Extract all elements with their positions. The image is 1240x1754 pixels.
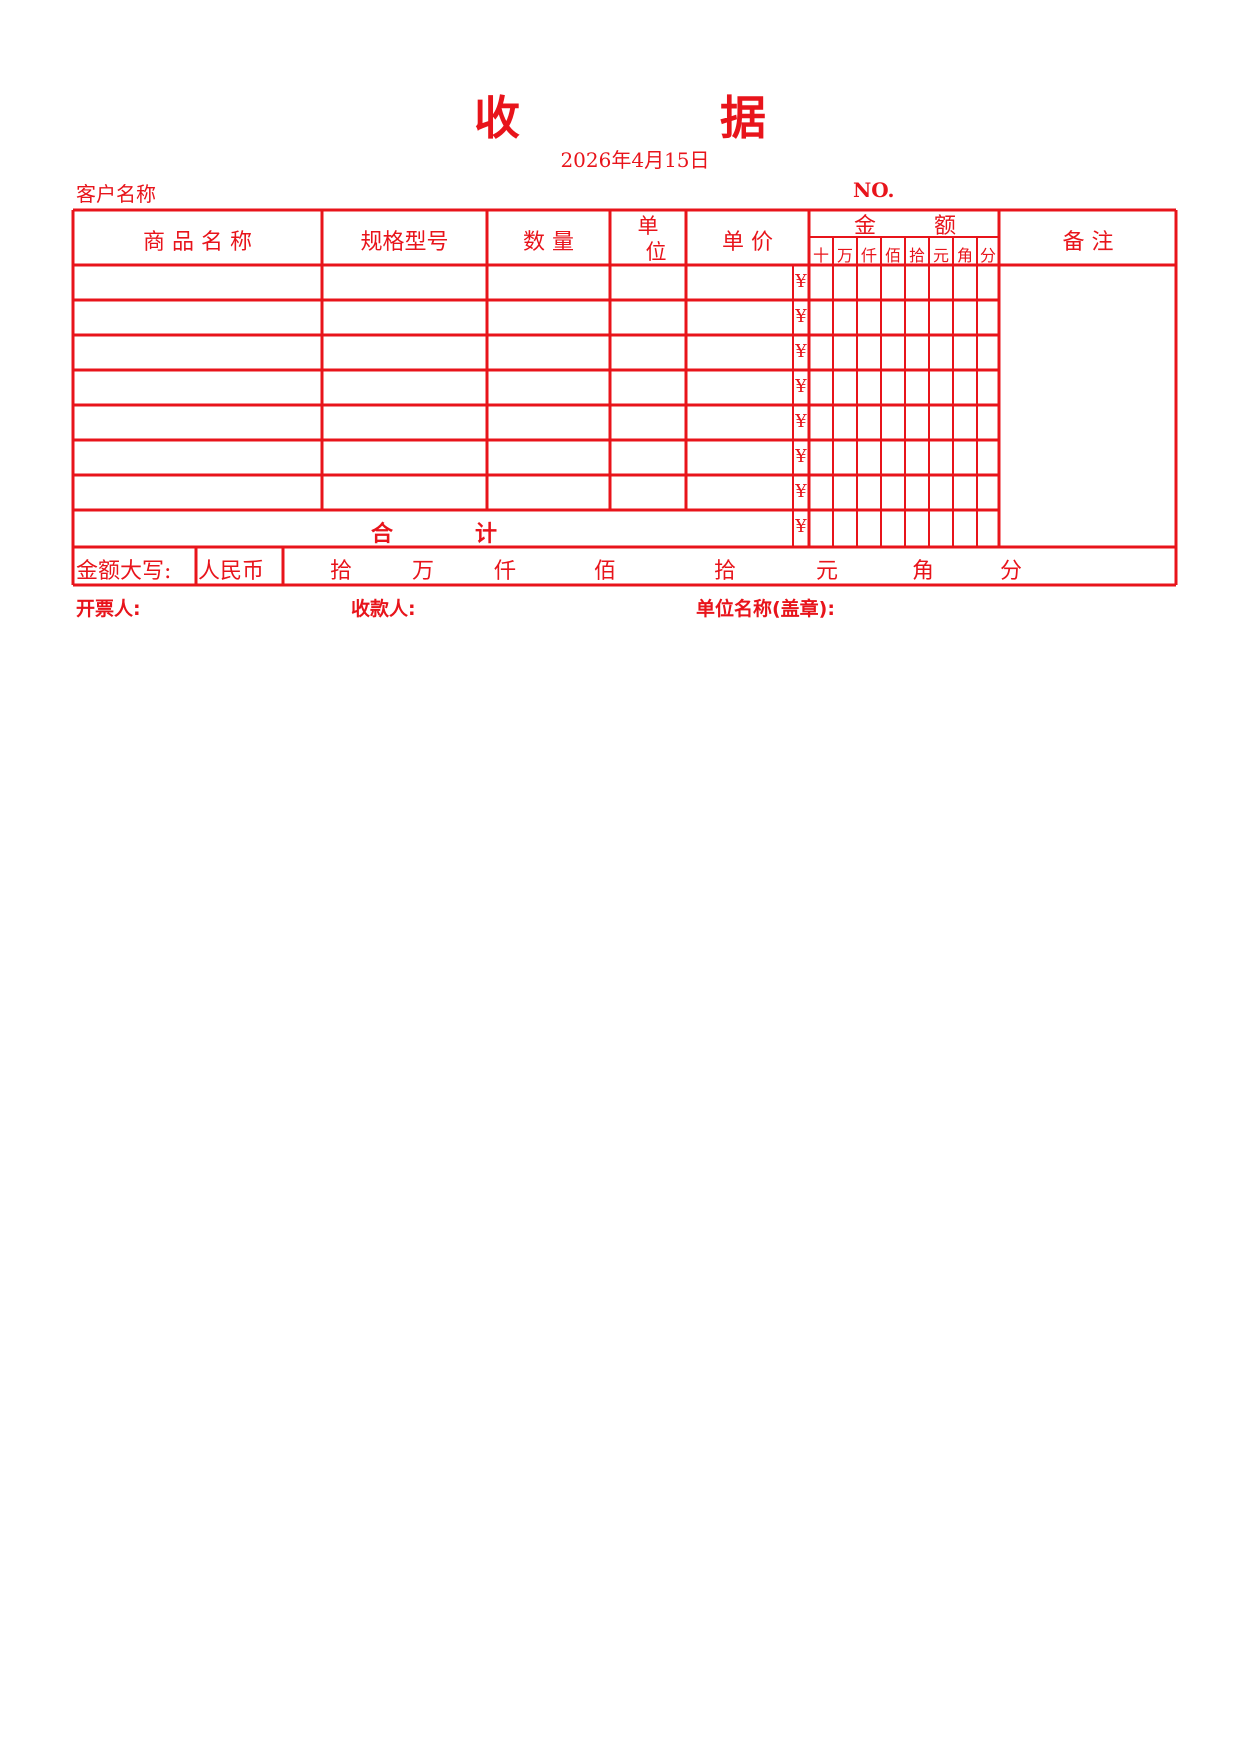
amount-word-unit-0: 拾 [330,559,353,584]
header-product-name: 商 品 名 称 [143,230,252,255]
header-amount-right: 额 [933,214,956,239]
company-seal-label: 单位名称(盖章): [696,598,835,620]
total-label-right: 计 [474,522,497,547]
yen-symbol: ¥ [795,481,807,502]
yen-symbol: ¥ [795,376,807,397]
yen-symbol: ¥ [795,306,807,327]
receipt-date: 2026年4月15日 [560,148,710,172]
amount-word-unit-1: 万 [412,559,435,584]
receipt-title: 收据 [0,82,1240,148]
header-note: 备 注 [1062,230,1114,255]
digit-header-7: 分 [979,246,996,265]
amount-word-unit-6: 角 [912,559,935,584]
yen-symbol: ¥ [795,516,807,537]
receipt-number-label: NO. [853,178,895,202]
header-quantity: 数 量 [523,230,574,255]
header-spec-model: 规格型号 [360,230,449,255]
yen-symbol: ¥ [795,411,807,432]
payee-label: 收款人: [351,598,416,620]
title-char-right: 据 [720,91,766,145]
digit-header-0: 十 [812,246,829,265]
digit-header-4: 拾 [908,246,925,265]
yen-symbol: ¥ [795,271,807,292]
digit-header-6: 角 [956,246,973,265]
customer-name-label: 客户名称 [76,182,156,206]
header-unit-bottom: 位 [645,240,667,264]
amount-in-words-label: 金额大写: [76,559,172,584]
yen-symbol: ¥ [795,446,807,467]
amount-word-unit-2: 仟 [494,559,517,584]
header-amount-left: 金 [853,214,876,239]
digit-header-1: 万 [836,246,853,265]
amount-word-unit-7: 分 [1000,559,1023,584]
amount-word-unit-3: 佰 [594,559,617,584]
digit-header-5: 元 [932,246,949,265]
amount-word-unit-4: 拾 [714,559,737,584]
header-unit-price: 单 价 [722,230,773,255]
currency-rmb-label: 人民币 [198,559,265,584]
yen-symbol: ¥ [795,341,807,362]
issuer-label: 开票人: [76,598,141,620]
digit-header-3: 佰 [884,246,901,265]
title-char-left: 收 [474,91,520,145]
amount-word-unit-5: 元 [816,559,839,584]
total-label-left: 合 [370,522,393,547]
digit-header-2: 仟 [860,246,877,265]
header-unit-top: 单 [637,214,659,238]
